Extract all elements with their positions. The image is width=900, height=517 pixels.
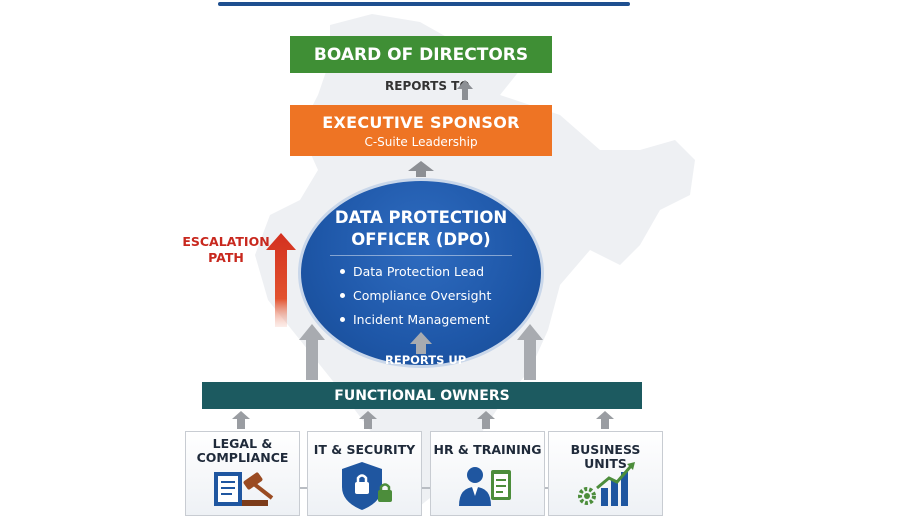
unit-card-it-security: IT & SECURITY — [307, 431, 422, 516]
unit-label-line1: HR & TRAINING — [433, 442, 542, 457]
unit-arrow-icon — [596, 411, 614, 429]
dpo-title-line1: DATA PROTECTION — [334, 208, 508, 227]
chart-gear-icon — [578, 462, 635, 506]
dpo-title: DATA PROTECTION OFFICER (DPO) — [318, 207, 524, 251]
unit-card-business-units: BUSINESS UNITS — [548, 431, 663, 516]
unit-label-line1: BUSINESS UNITS — [570, 442, 641, 471]
up-arrow-right-icon — [517, 324, 543, 380]
reports-up-arrows — [299, 324, 543, 380]
bullet-dot-icon — [340, 317, 345, 322]
dpo-bullet-text: Data Protection Lead — [353, 264, 485, 279]
person-clipboard-icon — [459, 467, 511, 506]
dpo-bullet-item: Incident Management — [340, 312, 490, 327]
dpo-title-line2: OFFICER (DPO) — [351, 230, 491, 249]
unit-arrow-icon — [477, 411, 495, 429]
exec-to-dpo-arrow-icon — [408, 161, 434, 177]
up-arrow-center-icon — [410, 332, 432, 354]
unit-label-line2: COMPLIANCE — [196, 450, 289, 465]
dpo-bullet-item: Compliance Oversight — [340, 288, 491, 303]
card-connector — [420, 487, 430, 489]
executive-sponsor-sublabel: C-Suite Leadership — [364, 134, 478, 149]
board-of-directors-box: BOARD OF DIRECTORS — [290, 36, 552, 73]
unit-arrows — [232, 411, 614, 429]
unit-label-line1: LEGAL & — [212, 436, 273, 451]
card-connector — [298, 487, 308, 489]
bullet-dot-icon — [340, 293, 345, 298]
bullet-dot-icon — [340, 269, 345, 274]
reports-up-label: REPORTS UP — [385, 353, 467, 367]
dpo-bullet-text: Compliance Oversight — [353, 288, 492, 303]
unit-card-legal: LEGAL & COMPLIANCE — [185, 431, 300, 516]
escalation-line1: ESCALATION — [182, 234, 270, 249]
escalation-path-label: ESCALATION PATH — [178, 234, 274, 266]
functional-owners-label: FUNCTIONAL OWNERS — [334, 387, 510, 404]
up-arrow-left-icon — [299, 324, 325, 380]
gavel-icon — [214, 472, 274, 506]
dpo-bullet-item: Data Protection Lead — [340, 264, 484, 279]
dpo-divider — [330, 255, 512, 256]
dpo-bullet-text: Incident Management — [353, 312, 490, 327]
functional-owners-bar: FUNCTIONAL OWNERS — [202, 382, 642, 409]
shield-lock-icon — [342, 462, 392, 510]
escalation-arrow-icon — [266, 233, 296, 327]
reports-to-label: REPORTS TO — [385, 79, 470, 93]
unit-arrow-icon — [359, 411, 377, 429]
executive-sponsor-box: EXECUTIVE SPONSOR C-Suite Leadership — [290, 105, 552, 156]
card-connector — [540, 487, 550, 489]
reports-to-arrow-icon — [457, 80, 473, 100]
unit-arrow-icon — [232, 411, 250, 429]
unit-card-hr-training: HR & TRAINING — [430, 431, 545, 516]
unit-label-line1: IT & SECURITY — [313, 442, 416, 457]
title-underline — [218, 2, 630, 6]
executive-sponsor-label: EXECUTIVE SPONSOR — [322, 112, 520, 132]
escalation-line2: PATH — [208, 250, 244, 265]
board-label: BOARD OF DIRECTORS — [313, 44, 529, 65]
